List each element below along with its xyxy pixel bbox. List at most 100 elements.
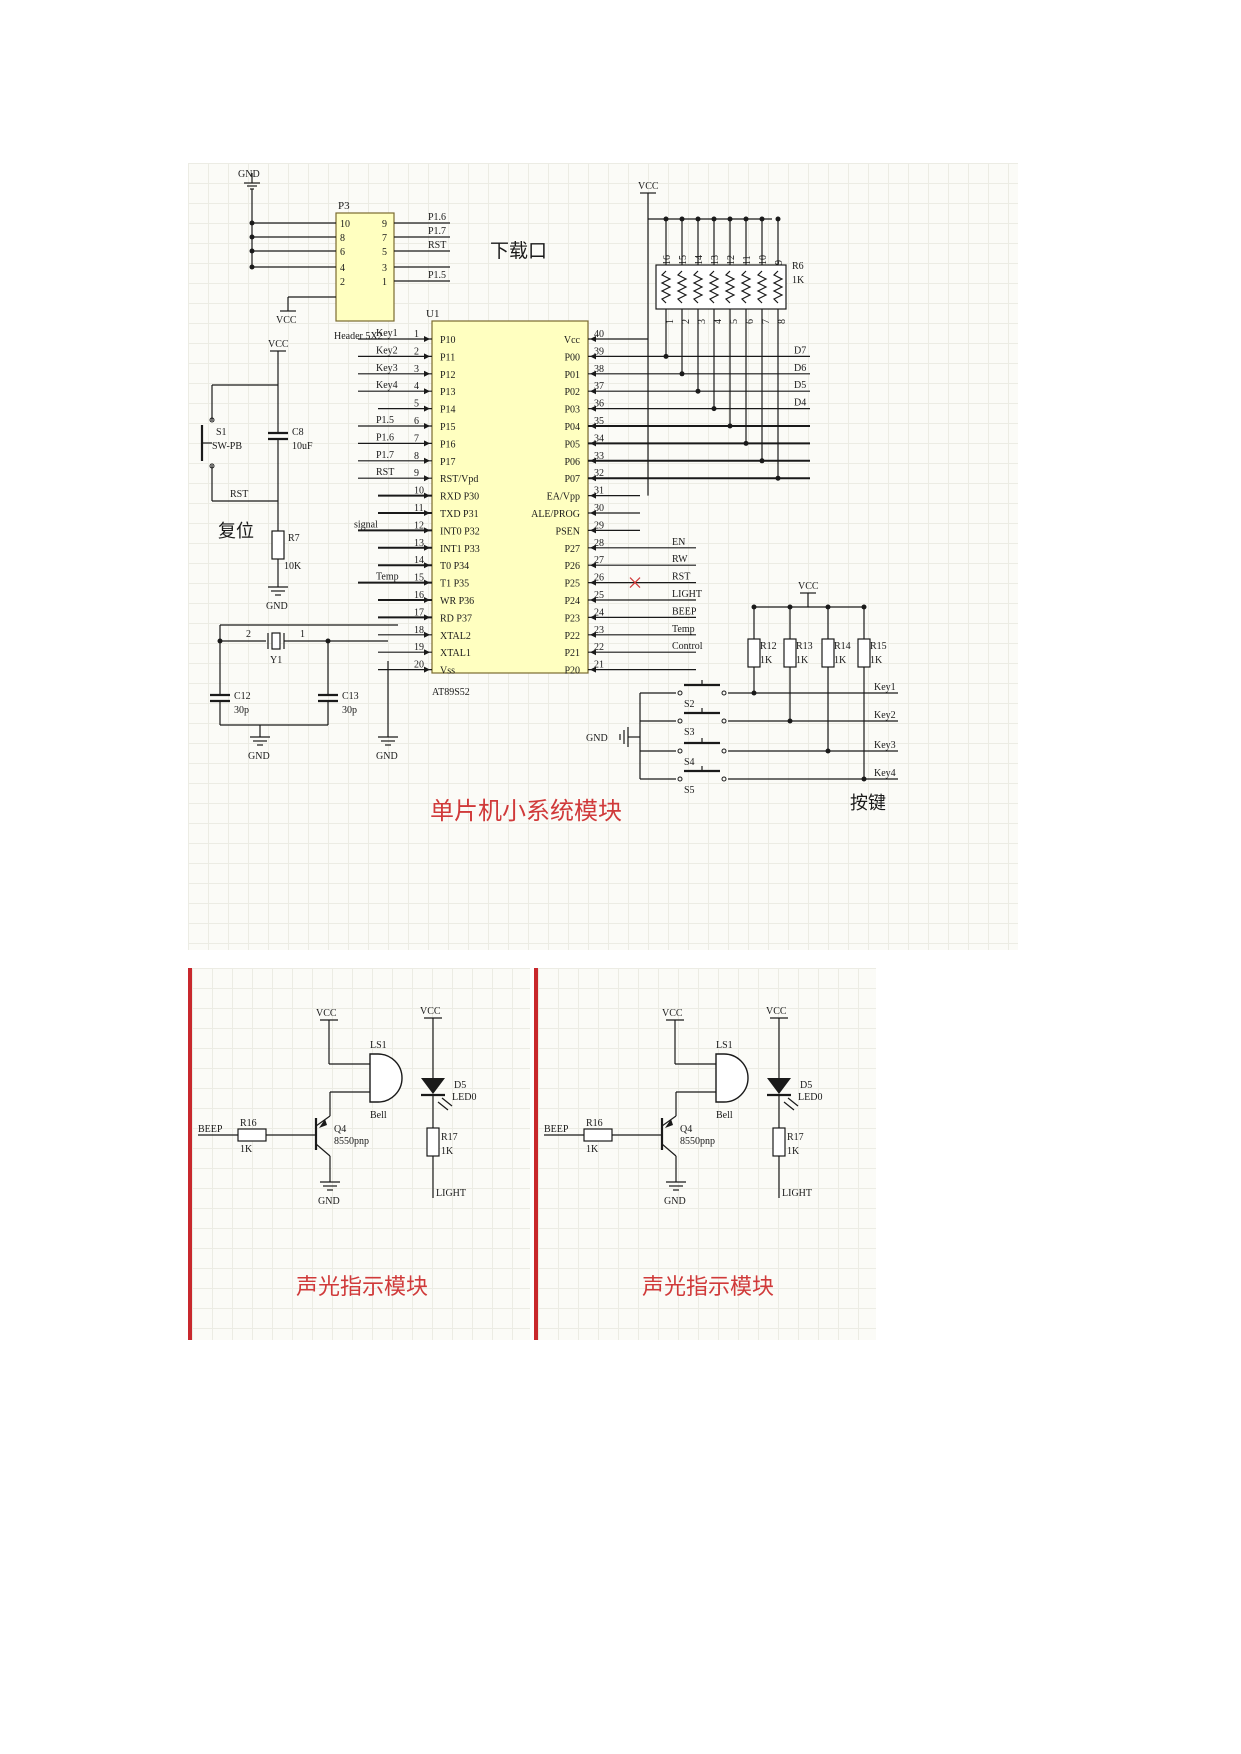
rpack-bottom-pin-number: 2: [681, 319, 692, 324]
mcu-right-pin-number: 39: [594, 346, 604, 357]
header-left-pin-number: 6: [340, 247, 345, 258]
mcu-right-pin-name: P00: [564, 352, 580, 363]
transistor-gnd-label: GND: [318, 1196, 340, 1207]
keypad-gnd-label: GND: [586, 733, 608, 744]
keypad-net-label: Key3: [874, 740, 896, 751]
header-right-pin-number: 1: [382, 277, 387, 288]
mcu-u1: U1 AT89S52 1P10Key12P11Key23P12Key34P13K…: [354, 219, 810, 698]
mcu-right-pin-name: P21: [564, 648, 580, 659]
indicator-schematic-1: VCCLS1BellQ48550pnpGNDBEEPR161KVCCD5LED0…: [198, 1006, 476, 1300]
mcu-right-pin-number: 32: [594, 468, 604, 479]
mcu-right-pin-number: 28: [594, 538, 604, 549]
keypad-switch-ref: S5: [684, 785, 695, 796]
mcu-left-pin-name: XTAL2: [440, 631, 471, 642]
keypad-net-label: Key4: [874, 768, 896, 779]
keypad-net-label: Key2: [874, 710, 896, 721]
mcu-right-pin-number: 34: [594, 433, 604, 444]
keypad-vcc-label: VCC: [798, 581, 819, 592]
reset-res-ref: R7: [288, 533, 300, 544]
mcu-right-net-label: BEEP: [672, 606, 697, 617]
header-right-pin-number: 3: [382, 263, 387, 274]
keypad-switch-ref: S3: [684, 727, 695, 738]
mcu-right-net-label: LIGHT: [672, 589, 702, 600]
rpack-bottom-pin-number: 5: [729, 319, 740, 324]
transistor-gnd-label: GND: [664, 1196, 686, 1207]
mcu-right-pin-number: 31: [594, 486, 604, 497]
transistor-ref: Q4: [334, 1124, 346, 1135]
header-vcc-label: VCC: [276, 315, 297, 326]
header-net-label: RST: [428, 240, 446, 251]
reset-circuit: VCC S1 SW-PB C8 10uF RST R7 10K GND 复位: [200, 339, 313, 612]
mcu-right-net-label: D6: [794, 363, 806, 374]
reset-res-value: 10K: [284, 561, 302, 572]
rpack-bottom-pin-number: 7: [761, 319, 772, 324]
mcu-left-pin-number: 4: [414, 381, 419, 392]
bell-name: Bell: [370, 1110, 387, 1121]
mcu-right-pin-number: 26: [594, 573, 604, 584]
base-resistor-ref: R16: [586, 1118, 603, 1129]
mcu-right-pin-number: 38: [594, 364, 604, 375]
mcu-left-net-label: Key3: [376, 363, 398, 374]
mcu-left-pin-name: T1 P35: [440, 579, 469, 590]
bell-vcc-label: VCC: [662, 1008, 683, 1019]
keypad-circuit: VCCR121KR131KR141KR151KS2Key1S3Key2S4Key…: [586, 581, 898, 796]
mcu-right-pin-number: 35: [594, 416, 604, 427]
reset-net-label: RST: [230, 489, 248, 500]
crystal-pin-a: 2: [246, 629, 251, 640]
keypad-resistor-ref: R14: [834, 641, 851, 652]
mcu-left-net-label: Key2: [376, 345, 398, 356]
light-net-label: LIGHT: [436, 1188, 466, 1199]
header-left-pin-number: 10: [340, 219, 350, 230]
mcu-left-pin-name: P12: [440, 370, 456, 381]
mcu-right-pin-number: 24: [594, 607, 604, 618]
mcu-right-net-label: EN: [672, 537, 685, 548]
header-gnd-label: GND: [238, 169, 260, 180]
mcu-right-pin-name: Vcc: [564, 335, 581, 346]
mcu-left-pin-name: P15: [440, 422, 456, 433]
bell-vcc-label: VCC: [316, 1008, 337, 1019]
mcu-right-pin-number: 23: [594, 625, 604, 636]
main-title: 单片机小系统模块: [430, 797, 622, 825]
header-body: [335, 212, 395, 322]
indicator-middle-divider: [534, 968, 538, 1340]
reset-vcc-label: VCC: [268, 339, 289, 350]
mcu-left-pin-number: 2: [414, 346, 419, 357]
header-name: Header 5X2: [334, 331, 383, 342]
mcu-left-pin-name: XTAL1: [440, 648, 471, 659]
keypad-resistor-value: 1K: [760, 655, 773, 666]
mcu-left-pin-name: T0 P34: [440, 561, 469, 572]
mcu-right-pin-number: 30: [594, 503, 604, 514]
mcu-name: AT89S52: [432, 687, 470, 698]
mcu-left-pin-number: 10: [414, 486, 424, 497]
rpack-top-pin-number: 9: [774, 260, 785, 265]
mcu-left-pin-number: 15: [414, 573, 424, 584]
bell-ref: LS1: [370, 1040, 387, 1051]
mcu-left-pin-number: 16: [414, 590, 424, 601]
base-resistor-ref: R16: [240, 1118, 257, 1129]
crystal-pin-b: 1: [300, 629, 305, 640]
mcu-right-pin-name: P25: [564, 579, 580, 590]
mcu-left-net-label: P1.5: [376, 415, 394, 426]
mcu-right-net-label: D7: [794, 345, 806, 356]
mcu-right-net-label: RST: [672, 572, 690, 583]
rpack-top-pin-number: 11: [742, 255, 753, 265]
mcu-left-pin-name: P17: [440, 457, 456, 468]
indicator-title: 声光指示模块: [642, 1275, 774, 1300]
header-left-pin-number: 8: [340, 233, 345, 244]
mcu-right-pin-number: 36: [594, 399, 604, 410]
mcu-right-pin-number: 25: [594, 590, 604, 601]
mcu-right-net-label: RW: [672, 554, 688, 565]
rpack-vcc-label: VCC: [638, 181, 659, 192]
mcu-left-pin-number: 13: [414, 538, 424, 549]
rpack-value: 1K: [792, 275, 805, 286]
mcu-left-pin-name: Vss: [440, 666, 455, 677]
mcu-left-pin-name: P14: [440, 405, 456, 416]
header-right-pin-number: 9: [382, 219, 387, 230]
reset-label: 复位: [218, 521, 254, 542]
mcu-left-pin-number: 19: [414, 642, 424, 653]
crystal-gnd-label: GND: [248, 751, 270, 762]
transistor-name: 8550pnp: [680, 1136, 715, 1147]
